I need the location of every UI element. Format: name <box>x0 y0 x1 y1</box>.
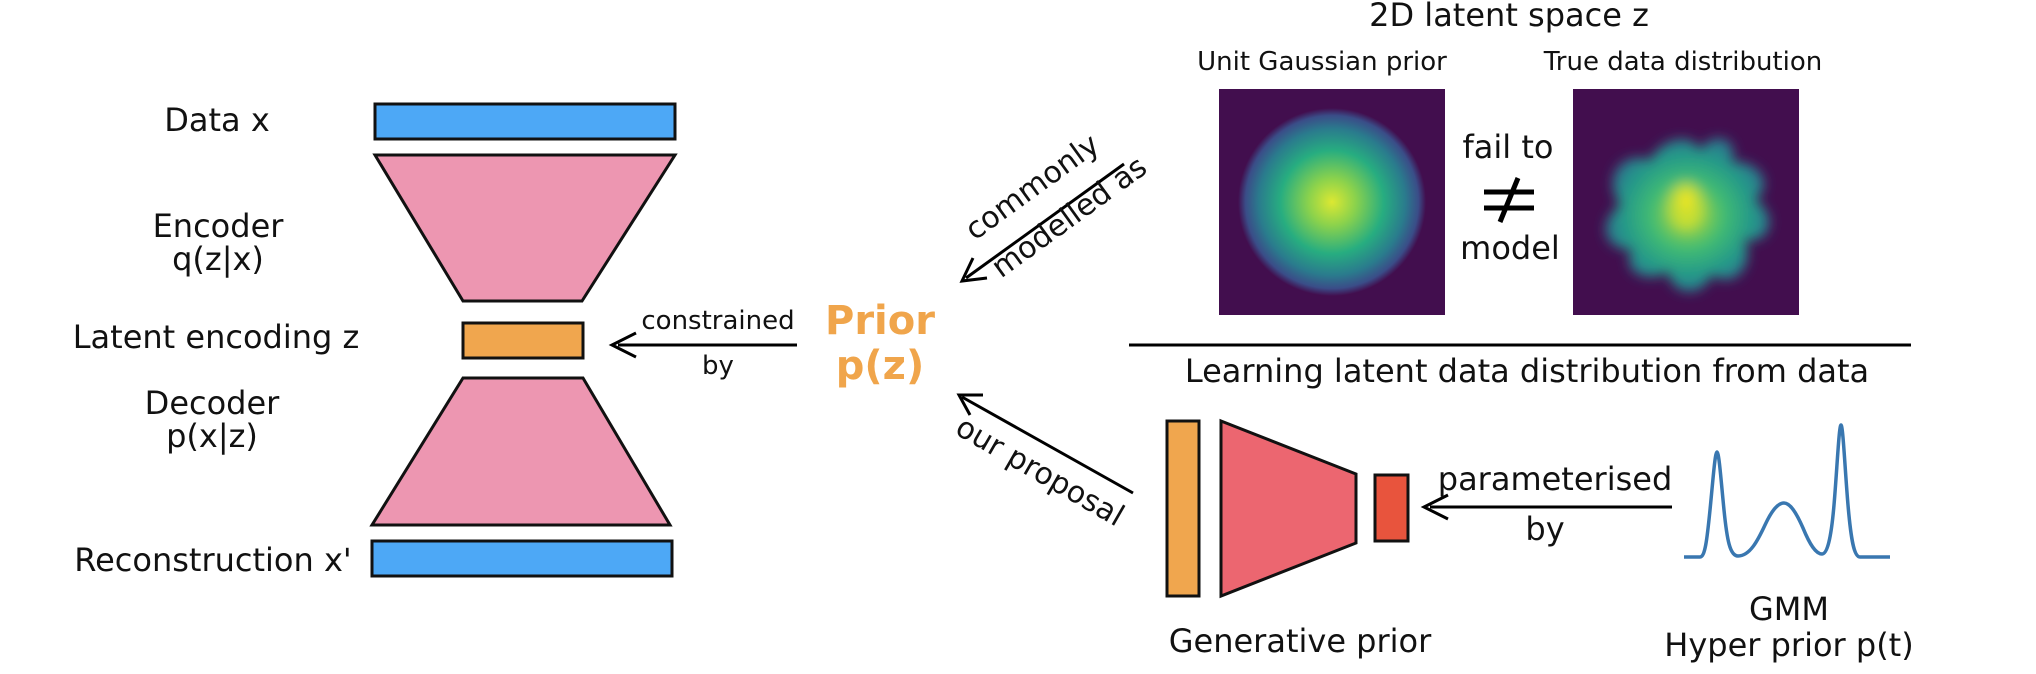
constrained-label: constrained <box>641 306 794 336</box>
latent-space-title: 2D latent space z <box>1369 0 1649 34</box>
hyper-prior-label: Hyper prior p(t) <box>1664 626 1913 664</box>
generative-prior-label: Generative prior <box>1169 622 1432 660</box>
unit-gaussian-heatmap <box>1219 89 1445 315</box>
data-x-bar <box>373 102 677 141</box>
constrained-by-arrow <box>608 331 797 359</box>
generative-prior-network <box>1165 418 1410 599</box>
our-proposal-label: our proposal <box>950 410 1130 534</box>
encoder-label-line2: q(z|x) <box>172 240 264 278</box>
constrained-by-label: by <box>702 351 734 381</box>
gmm-label: GMM <box>1749 590 1829 628</box>
unit-gaussian-label: Unit Gaussian prior <box>1197 47 1447 77</box>
fail-to-label: fail to <box>1463 128 1554 166</box>
learning-title: Learning latent data distribution from d… <box>1185 352 1869 390</box>
reconstruction-bar <box>370 539 674 578</box>
prior-pz: p(z) <box>836 343 924 389</box>
reconstruction-label: Reconstruction x' <box>74 541 351 579</box>
parameterised-by-arrow <box>1420 493 1672 521</box>
data-x-label: Data x <box>164 101 270 139</box>
commonly-modelled-arrow <box>959 162 1125 283</box>
decoder-label-line1: Decoder <box>145 384 281 422</box>
prior-title: Prior <box>825 298 935 344</box>
latent-encoding-label: Latent encoding z <box>73 318 360 356</box>
gmm-curve <box>1684 423 1890 559</box>
parameterised-label: parameterised <box>1438 460 1673 498</box>
latent-encoding-bar <box>461 321 585 360</box>
decoder-label-line2: p(x|z) <box>166 417 258 455</box>
model-label: model <box>1460 229 1560 267</box>
encoder-label-line1: Encoder <box>153 207 285 245</box>
parameterised-by-label: by <box>1525 510 1564 548</box>
encoder-trapezoid <box>372 153 678 303</box>
not-equal-icon <box>1484 177 1534 223</box>
true-data-heatmap <box>1573 89 1799 315</box>
true-data-label: True data distribution <box>1543 47 1822 77</box>
our-proposal-arrow <box>956 393 1134 495</box>
decoder-trapezoid <box>369 376 673 527</box>
